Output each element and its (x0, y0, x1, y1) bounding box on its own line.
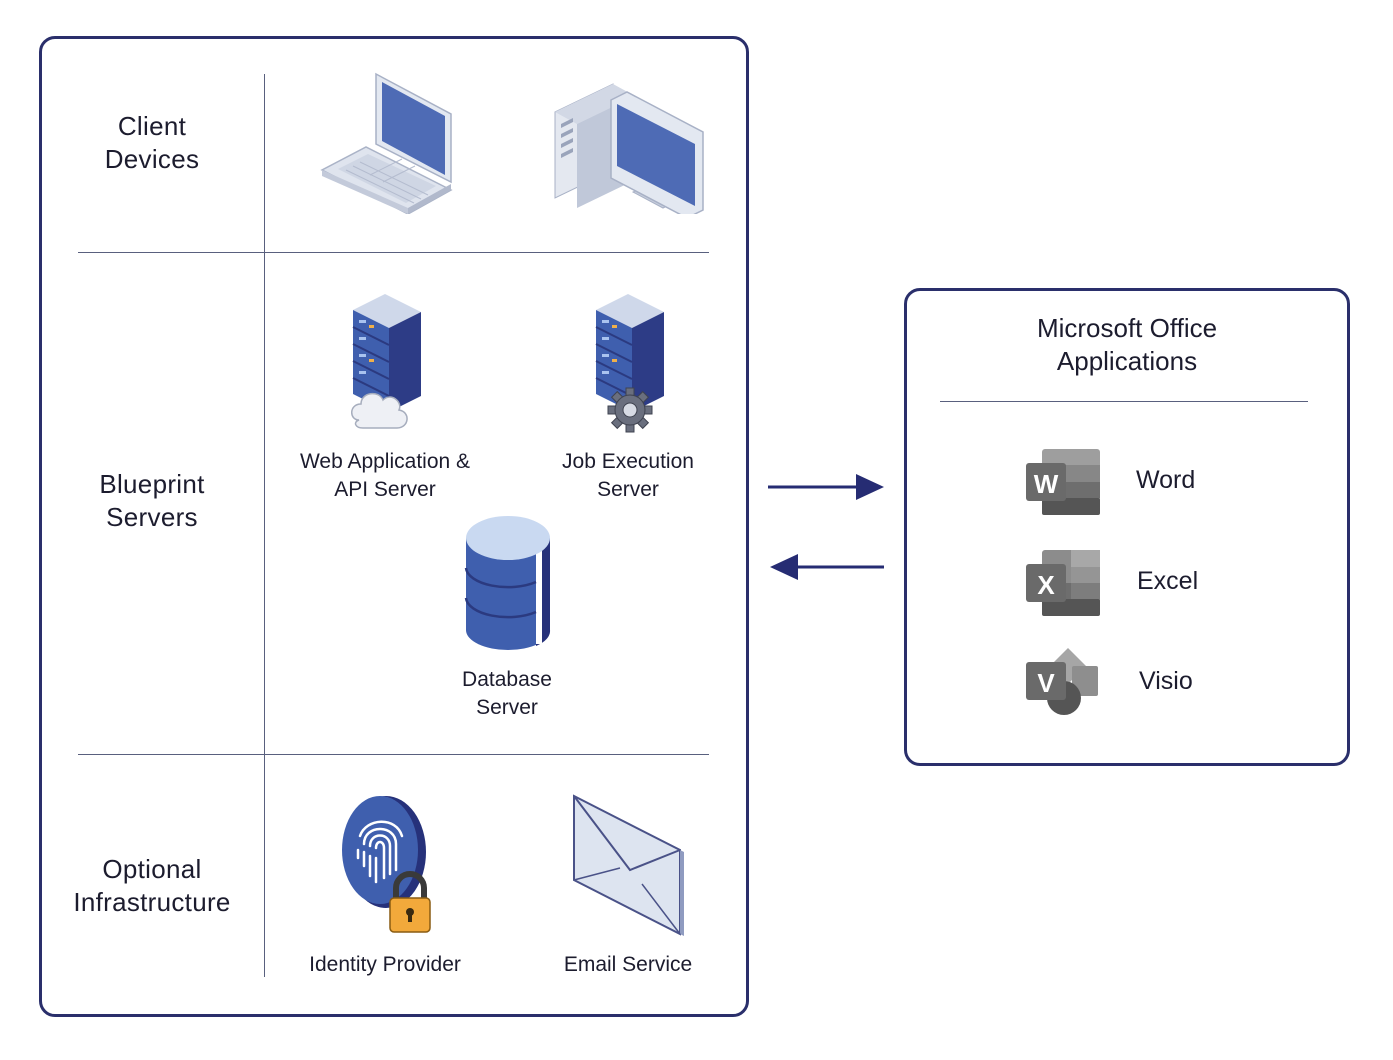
web-app-server-caption: Web Application & API Server (299, 450, 471, 501)
job-server-gear-icon (595, 294, 664, 433)
excel-icon-letter: X (1037, 570, 1055, 600)
word-label: Word (1136, 466, 1196, 494)
row-divider-bottom (78, 754, 709, 755)
office-panel (904, 288, 1350, 766)
row-label-optional-infrastructure: Optional Infrastructure (73, 854, 231, 917)
excel-icon: X (1026, 550, 1100, 616)
row-label-blueprint-servers: Blueprint Servers (99, 469, 205, 532)
word-icon-letter: W (1034, 469, 1059, 499)
row-divider-top (78, 252, 709, 253)
visio-icon: V (1026, 648, 1098, 715)
web-server-cloud-icon (351, 294, 421, 429)
email-service-caption: Email Service (563, 953, 693, 976)
column-divider (264, 74, 265, 977)
office-panel-title: Microsoft Office Applications (1036, 313, 1218, 376)
identity-provider-caption: Identity Provider (309, 953, 461, 976)
envelope-icon (573, 794, 684, 936)
row-label-client-devices: Client Devices (104, 111, 200, 174)
office-title-divider (940, 401, 1308, 402)
laptop-icon (320, 72, 453, 214)
database-icon (464, 516, 551, 650)
database-server-caption: Database Server (462, 668, 552, 719)
fingerprint-lock-icon (342, 796, 431, 933)
job-server-caption: Job Execution Server (562, 450, 694, 501)
excel-label: Excel (1137, 567, 1199, 595)
arrow-left-icon (770, 554, 884, 580)
visio-icon-letter: V (1037, 668, 1055, 698)
visio-label: Visio (1139, 667, 1193, 695)
word-icon: W (1026, 449, 1100, 515)
desktop-computer-icon (554, 83, 704, 214)
arrow-right-icon (768, 474, 884, 500)
